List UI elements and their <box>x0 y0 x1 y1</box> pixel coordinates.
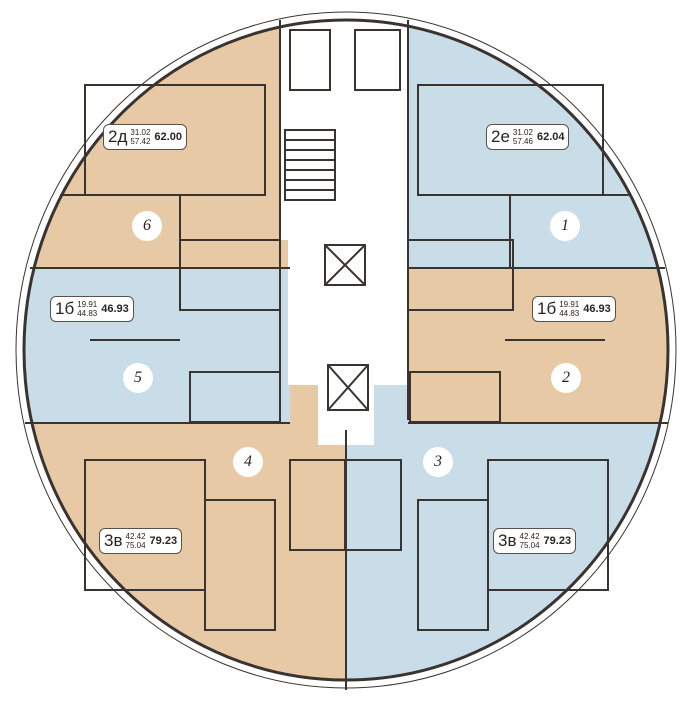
apt-number-2: 2 <box>551 363 581 393</box>
living-area: 31.02 <box>130 128 151 137</box>
apt-area: 62.04 <box>536 131 565 143</box>
total-area: 57.46 <box>512 137 533 146</box>
apt-2-zone <box>408 268 668 423</box>
apt-type: 1б <box>537 299 557 318</box>
apt-number-3: 3 <box>423 447 453 477</box>
apt-area: 62.00 <box>154 131 182 143</box>
apt-number-5: 5 <box>123 363 153 393</box>
total-area: 75.04 <box>125 541 146 550</box>
apt-number-4: 4 <box>233 447 263 477</box>
total-area: 44.83 <box>77 309 98 318</box>
total-area: 75.04 <box>519 541 540 550</box>
apt-area: 46.93 <box>583 303 611 315</box>
living-area: 42.42 <box>125 532 146 541</box>
apt-area: 46.93 <box>101 303 129 315</box>
living-area: 42.42 <box>519 532 540 541</box>
apt-number-1: 1 <box>550 211 580 241</box>
apt-area: 79.23 <box>149 535 178 547</box>
apt-type: 1б <box>55 299 75 318</box>
apt-type: 3в <box>104 531 123 550</box>
apt-type: 2е <box>491 127 510 146</box>
interior-walls <box>25 20 668 690</box>
apt-number-6: 6 <box>132 211 162 241</box>
apt-area: 79.23 <box>543 535 572 547</box>
elevator-core <box>288 240 408 385</box>
total-area: 44.83 <box>559 309 580 318</box>
apt-type: 3в <box>498 531 517 550</box>
living-area: 19.91 <box>77 300 98 309</box>
apt-5-zone <box>24 268 290 423</box>
stair-core <box>280 20 408 240</box>
living-area: 19.91 <box>559 300 580 309</box>
apt-type: 2д <box>108 127 128 146</box>
living-area: 31.02 <box>512 128 533 137</box>
total-area: 57.42 <box>130 137 151 146</box>
